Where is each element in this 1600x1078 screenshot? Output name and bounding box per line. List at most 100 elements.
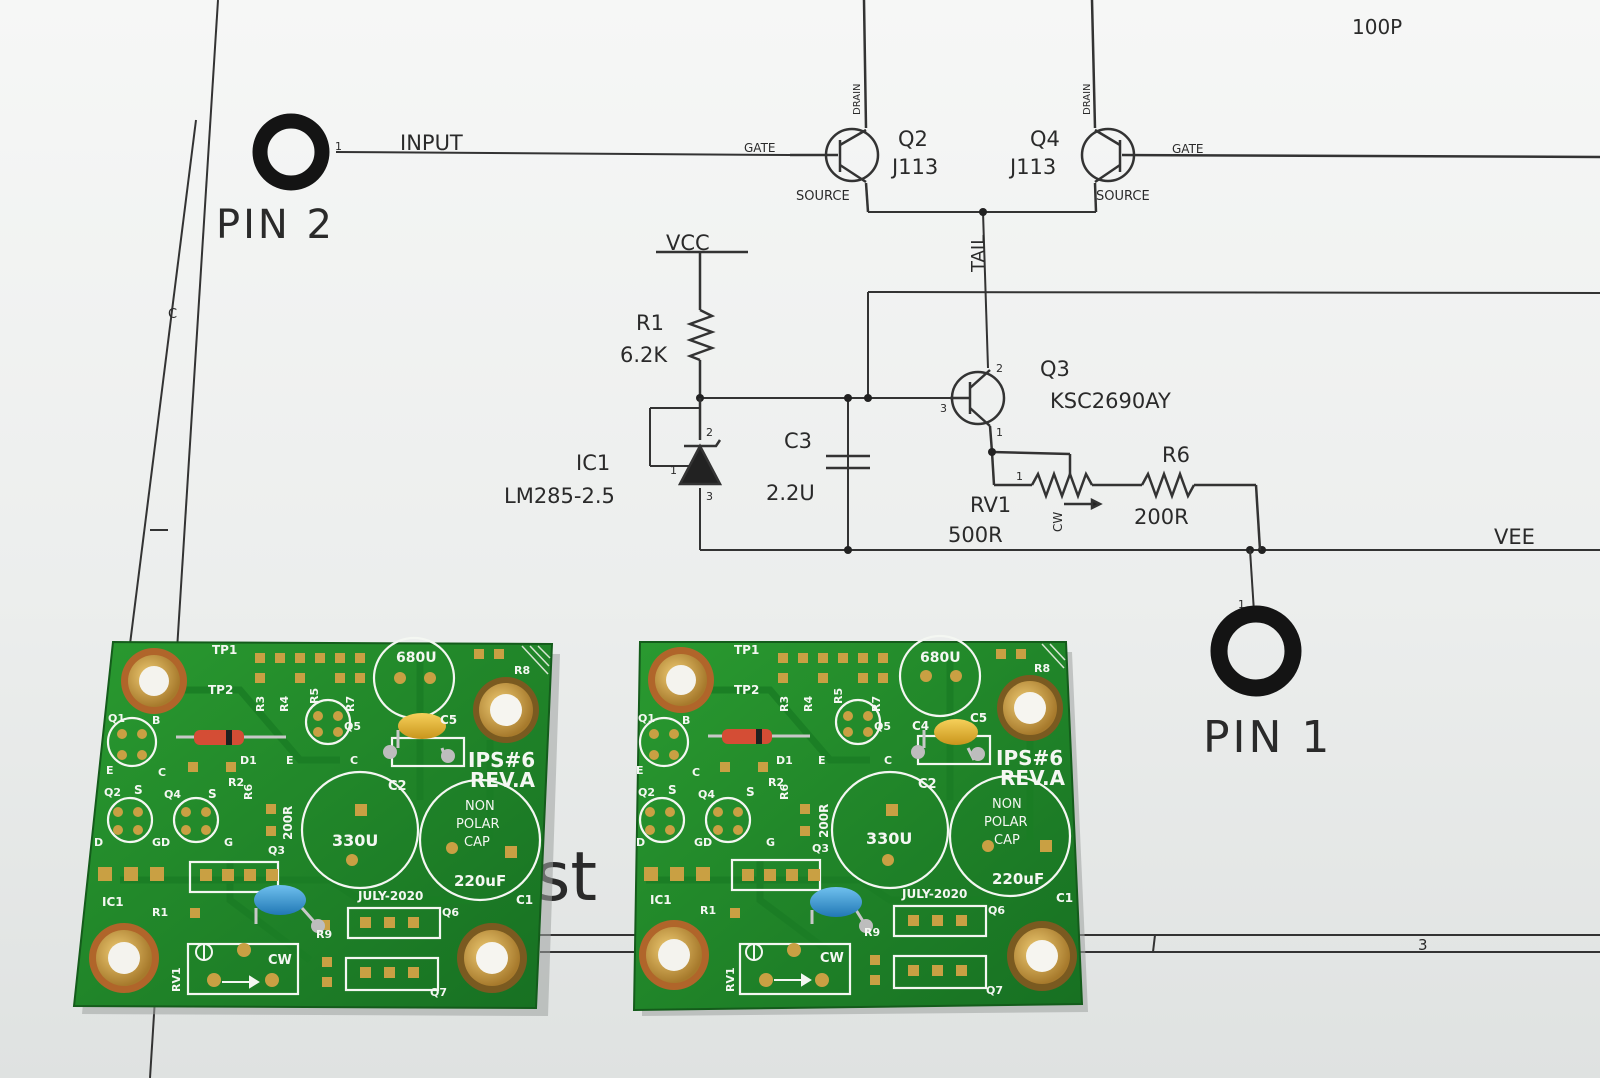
q2-drain-label: DRAIN	[852, 83, 863, 115]
r6-ref: R6	[1162, 443, 1190, 467]
left-cap-c3-blue	[254, 885, 325, 933]
left-diode-d1	[176, 730, 286, 745]
right-c1-value: 220uF	[992, 870, 1044, 888]
pin2-label: PIN 2	[216, 202, 335, 248]
q3-pin2: 2	[996, 362, 1003, 375]
left-tp1: TP1	[212, 643, 237, 657]
right-tp2: TP2	[734, 683, 759, 697]
left-c1-line2: POLAR	[456, 817, 500, 832]
pcb-right: IPS#6 REV.A JULY-2020 330U C2 NON POLAR …	[632, 634, 1084, 1012]
left-pin-s2: S	[208, 787, 217, 801]
right-c1-line1: NON	[992, 797, 1022, 812]
right-r4: R4	[802, 696, 815, 712]
tail-net-wire	[867, 211, 1600, 395]
right-q1: Q1	[638, 712, 655, 725]
pin1-number: 1	[1238, 598, 1245, 611]
right-r5: R5	[832, 688, 845, 704]
c4-value: 100P	[1352, 15, 1402, 39]
left-pin-e: E	[106, 764, 114, 777]
left-r9: R9	[316, 928, 332, 941]
q4-symbol	[1080, 0, 1600, 213]
left-rv1: RV1	[170, 967, 183, 992]
left-board-date: JULY-2020	[357, 889, 423, 903]
right-r6: R6	[778, 784, 791, 800]
left-q6: Q6	[442, 906, 459, 919]
left-mount-hole-tr	[473, 677, 539, 743]
rv1-cw-label: CW	[1051, 512, 1065, 532]
right-q5: Q5	[874, 720, 891, 733]
pin2-pad	[252, 113, 330, 191]
ic1-ref: IC1	[576, 451, 610, 475]
input-net-label: INPUT	[400, 131, 463, 155]
right-r3: R3	[778, 696, 791, 712]
right-pin-e: E	[636, 764, 644, 777]
q3-part: KSC2690AY	[1050, 389, 1171, 413]
pin1-wire	[1249, 549, 1255, 613]
right-pin-c2: C	[884, 754, 892, 767]
left-c2-ref: C2	[388, 779, 407, 794]
q3-pin1: 1	[996, 426, 1003, 439]
ic1-pin3: 3	[706, 490, 713, 503]
left-r1: R1	[152, 906, 168, 919]
q4-ref: Q4	[1030, 127, 1060, 151]
left-tp2: TP2	[208, 683, 233, 697]
c3-symbol	[826, 454, 870, 470]
right-r2: R2	[768, 776, 784, 789]
left-board-revision: REV.A	[470, 768, 536, 792]
q4-part: J113	[1008, 155, 1056, 179]
left-pin-b: B	[152, 714, 160, 727]
right-board-date: JULY-2020	[901, 887, 967, 901]
left-r6-value: 200R	[281, 806, 295, 840]
left-c5-ref: C5	[440, 713, 457, 727]
right-r6-value: 200R	[817, 804, 831, 838]
q4-gate-label: GATE	[1172, 142, 1204, 156]
left-d1: D1	[240, 754, 257, 767]
right-pin-gd: GD	[694, 836, 712, 849]
right-tp1: TP1	[734, 643, 759, 657]
q3-ref: Q3	[1040, 357, 1070, 381]
right-mount-hole-bl	[639, 920, 709, 990]
r1-symbol	[656, 250, 748, 398]
ic1-pin1: 1	[670, 464, 677, 477]
left-r6: R6	[242, 784, 255, 800]
ic1-symbol	[677, 398, 723, 486]
left-r5: R5	[308, 688, 321, 704]
vee-net-label: VEE	[1494, 525, 1535, 549]
right-c2-value: 330U	[866, 829, 912, 848]
tail-net-label: TAIL	[968, 235, 989, 273]
right-q2: Q2	[638, 786, 655, 799]
q3-emitter-junction	[988, 448, 996, 456]
left-q5: Q5	[344, 720, 361, 733]
left-c1-value: 220uF	[454, 872, 506, 890]
left-mount-hole-br	[457, 923, 527, 993]
left-r2: R2	[228, 776, 244, 789]
q3-symbol	[950, 369, 1072, 487]
ic1-part: LM285-2.5	[504, 484, 615, 508]
pcb-left: IPS#6 REV.A JULY-2020 330U C2 NON POLAR …	[72, 636, 554, 1010]
q4-drain-label: DRAIN	[1082, 83, 1093, 115]
left-cap-c4-yellow	[383, 713, 455, 763]
left-q2: Q2	[104, 786, 121, 799]
right-board-name: IPS#6	[996, 746, 1063, 770]
bias-junction-2	[844, 394, 852, 402]
r1-value: 6.2K	[620, 343, 668, 367]
right-diode-d1	[708, 729, 810, 744]
left-pin-c: C	[158, 766, 166, 779]
left-pin-s: S	[134, 783, 143, 797]
q2-source-label: SOURCE	[796, 189, 850, 204]
left-ic1: IC1	[102, 895, 124, 909]
right-q6: Q6	[988, 904, 1005, 917]
border-marker-c: C	[168, 307, 177, 322]
c3-value: 2.2U	[766, 481, 815, 505]
left-board-name: IPS#6	[468, 748, 535, 772]
tail-junction	[979, 208, 987, 216]
right-cap-c3-blue	[810, 887, 873, 933]
left-c1-ref: C1	[516, 893, 533, 907]
left-q3: Q3	[268, 844, 285, 857]
right-c1-line2: POLAR	[984, 815, 1028, 830]
pin2-number: 1	[335, 140, 342, 153]
left-mount-hole-tl	[121, 648, 187, 714]
right-pin-b: B	[682, 714, 690, 727]
